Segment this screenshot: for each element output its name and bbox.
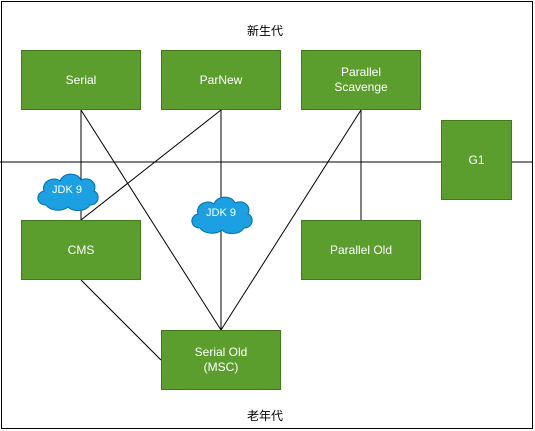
cloud-icon [191,196,253,234]
parallel-old-box: Parallel Old [301,220,421,280]
parnew-box: ParNew [161,50,281,110]
parallel-scavenge-box: Parallel Scavenge [301,50,421,110]
link-serial-serialold [80,109,222,331]
g1-box: G1 [441,120,512,200]
jdk9-cloud-middle: JDK 9 [186,190,256,236]
jdk9-label-left: JDK 9 [52,184,82,196]
jdk9-label-middle: JDK 9 [206,207,236,219]
serial-box: Serial [21,50,141,110]
jdk9-cloud-left: JDK 9 [32,167,102,213]
link-scavenge-serialold [220,109,362,331]
cloud-icon [37,173,99,211]
old-generation-label: 老年代 [246,409,283,423]
serial-old-box: Serial Old (MSC) [161,330,281,390]
cms-box: CMS [21,220,141,280]
link-cms-serialold [80,279,162,361]
young-generation-label: 新生代 [246,24,283,38]
link-parnew-cms [80,109,222,221]
